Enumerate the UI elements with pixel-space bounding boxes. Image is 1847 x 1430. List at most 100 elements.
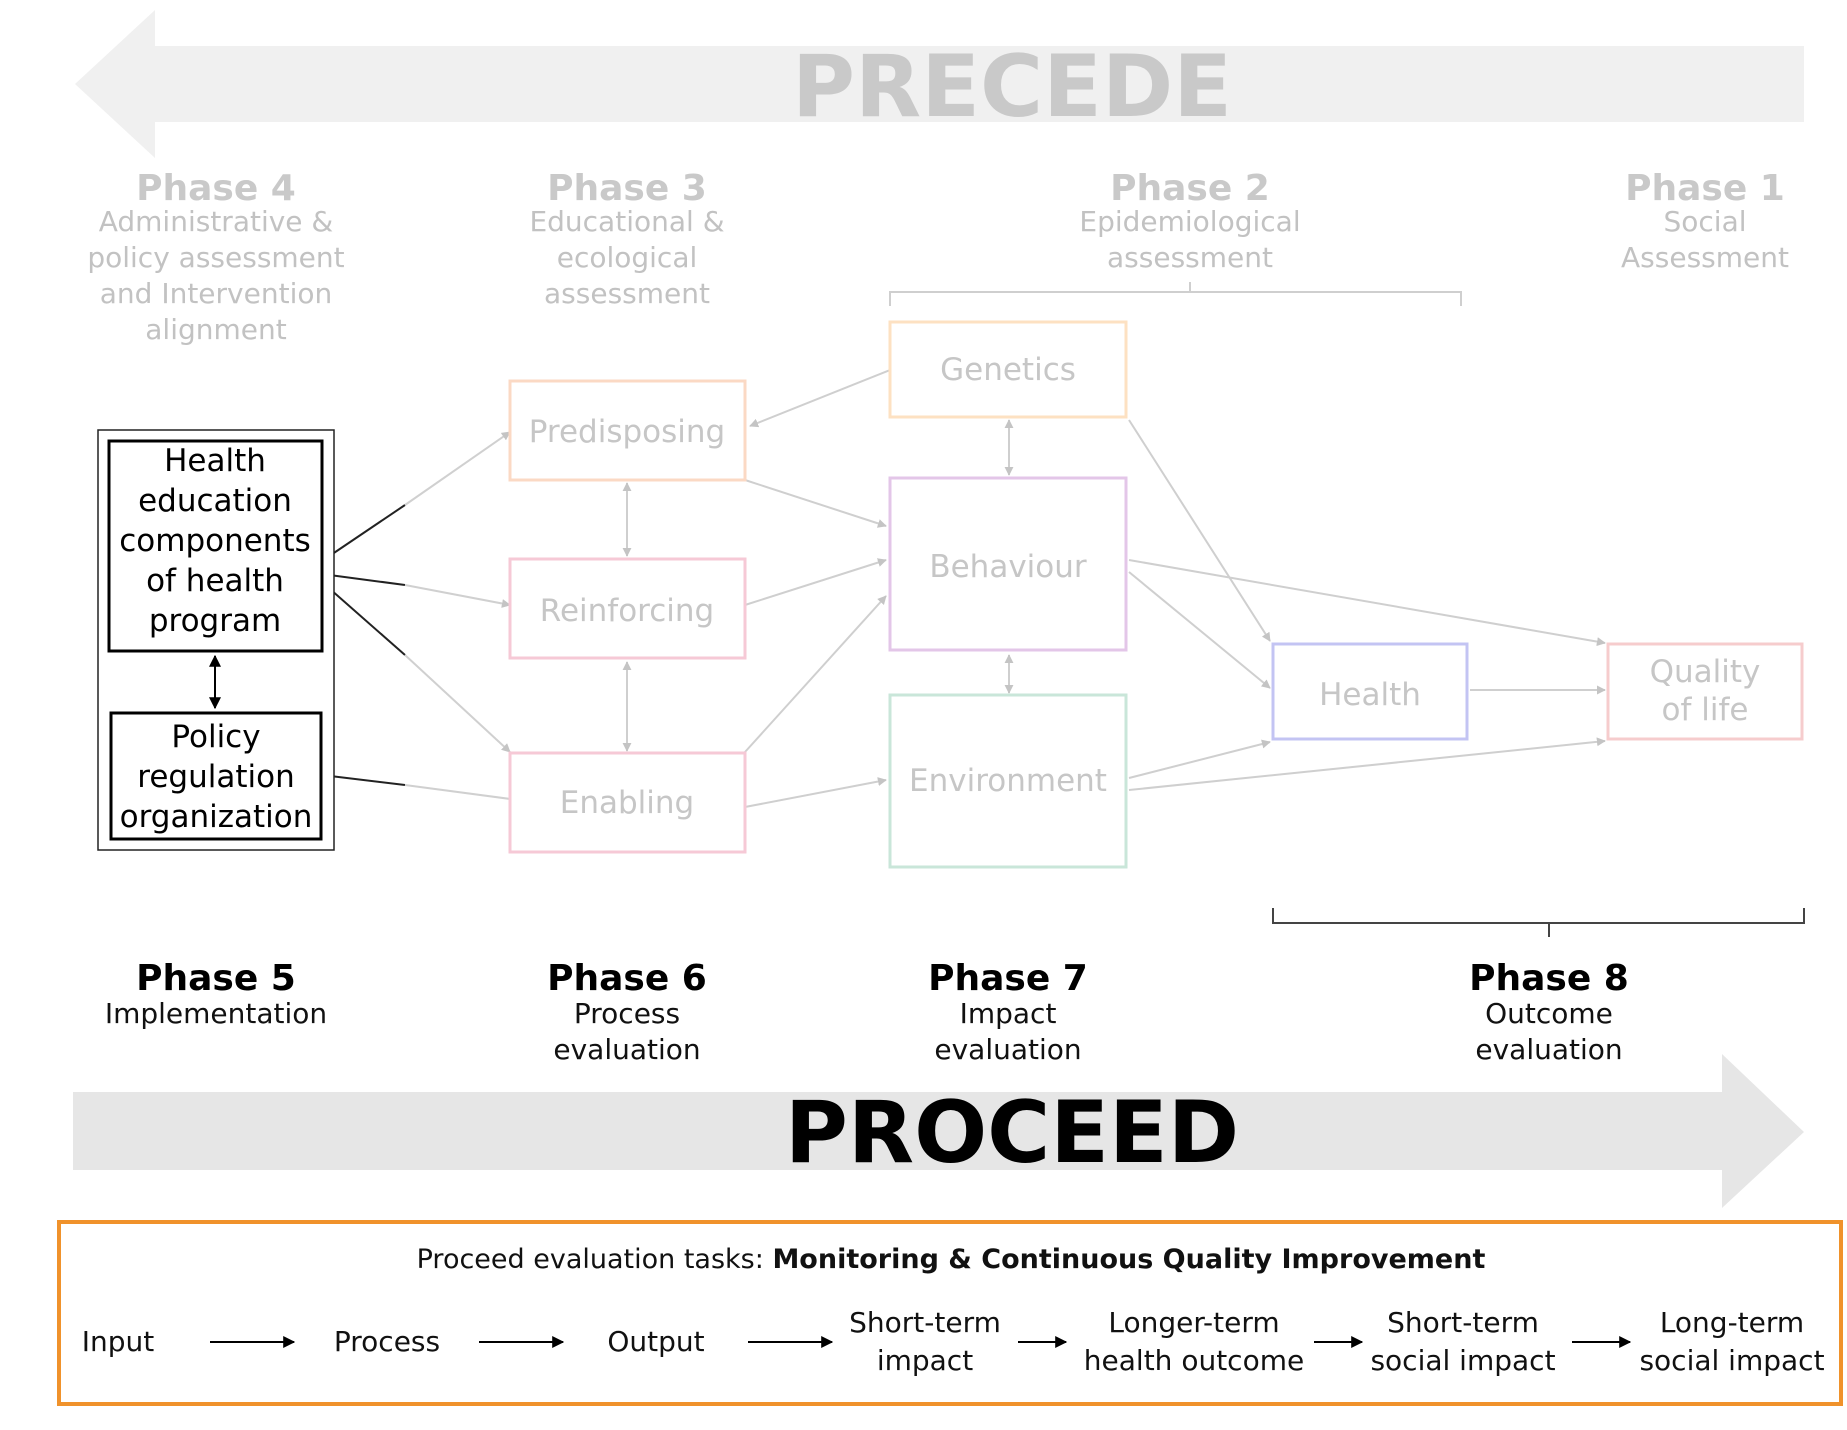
phase-desc-line: evaluation — [1475, 1033, 1622, 1066]
policy-line: organization — [120, 799, 313, 835]
phase-desc-line: Educational & — [529, 205, 724, 238]
policy-to-enabling-gray — [404, 784, 519, 804]
phase-desc-line: alignment — [145, 313, 286, 346]
reinforcing-box — [508, 557, 747, 660]
proceed-phase-7: Phase 7 Impact evaluation — [928, 958, 1088, 1066]
predisposing-box — [508, 379, 747, 482]
task-step-short-term-impact: Short-term — [849, 1306, 1001, 1339]
environment-to-health — [1128, 739, 1271, 779]
task-step-longer-term-health-outcome: health outcome — [1084, 1344, 1304, 1377]
genetics-box — [888, 320, 1128, 419]
task-step-short-term-impact: impact — [877, 1344, 973, 1377]
phase-desc-line: Implementation — [105, 997, 327, 1030]
policy-label: Policy regulation organization — [120, 719, 313, 835]
phase-desc-line: evaluation — [553, 1033, 700, 1066]
task-step-short-term-social-impact: Short-term — [1387, 1306, 1539, 1339]
proceed-arrow — [73, 1054, 1804, 1208]
behaviour-to-quality-of-life — [1128, 559, 1606, 647]
task-step-long-term-social-impact: social impact — [1639, 1344, 1824, 1377]
behaviour-to-health — [1128, 571, 1271, 689]
genetics-to-predisposing — [749, 369, 891, 428]
genetics-label: Genetics — [940, 352, 1076, 388]
quality-of-life-box — [1606, 642, 1804, 741]
predisposing-to-behaviour — [744, 479, 887, 528]
behaviour-label: Behaviour — [929, 549, 1087, 585]
task-step-long-term-social-impact: Long-term — [1660, 1306, 1804, 1339]
policy-line: regulation — [137, 759, 294, 795]
health-box — [1271, 642, 1469, 741]
phase-desc-line: Administrative & — [99, 205, 334, 238]
phase-desc-line: assessment — [1107, 241, 1273, 274]
phase-title: Phase 1 — [1625, 168, 1785, 209]
enabling-to-behaviour — [744, 595, 887, 753]
behaviour-box — [888, 476, 1128, 652]
hec-to-predisposing-black — [321, 504, 406, 562]
phase-title: Phase 3 — [547, 168, 707, 209]
reinforcing-to-behaviour — [744, 558, 887, 606]
hec-to-predisposing-gray — [404, 431, 511, 506]
hec-to-reinforcing-gray — [404, 584, 511, 608]
reinforcing-label: Reinforcing — [540, 593, 714, 629]
precede-label: PRECEDE — [792, 37, 1232, 137]
precede-phase-3: Phase 3 Educational & ecological assessm… — [529, 168, 724, 310]
policy-to-enabling-black — [321, 774, 406, 786]
health-education-line: components — [119, 523, 311, 559]
health-label: Health — [1319, 677, 1421, 713]
phase-2-bracket — [889, 282, 1462, 306]
phase-desc-line: Outcome — [1485, 997, 1613, 1030]
health-education-label: Health education components of health pr… — [119, 443, 311, 639]
task-step-short-term-social-impact: social impact — [1370, 1344, 1555, 1377]
proceed-phase-6: Phase 6 Process evaluation — [547, 958, 707, 1066]
enabling-to-environment — [744, 777, 887, 808]
quality-of-life-label-line2: of life — [1662, 692, 1749, 728]
health-education-line: of health — [146, 563, 284, 599]
task-step-longer-term-health-outcome: Longer-term — [1108, 1306, 1279, 1339]
task-step-output: Output — [607, 1325, 704, 1358]
evaluation-tasks-heading-prefix: Proceed evaluation tasks: — [417, 1244, 773, 1275]
hec-to-enabling-gray — [404, 654, 511, 753]
phase-title: Phase 5 — [136, 958, 296, 999]
phase-8-bracket — [1272, 908, 1805, 937]
quality-of-life-label-line1: Quality — [1650, 654, 1761, 690]
intervention-connections — [321, 431, 519, 804]
phase-desc-line: Process — [574, 997, 680, 1030]
phase-desc-line: and Intervention — [100, 277, 332, 310]
enabling-box — [508, 751, 747, 854]
phase-desc-line: ecological — [557, 241, 698, 274]
phase-desc-line: Impact — [960, 997, 1057, 1030]
precede-phase-2: Phase 2 Epidemiological assessment — [1079, 168, 1300, 274]
hec-to-reinforcing-black — [321, 573, 406, 586]
proceed-phase-5: Phase 5 Implementation — [105, 958, 327, 1030]
phase-title: Phase 2 — [1110, 168, 1270, 209]
phase-title: Phase 7 — [928, 958, 1088, 999]
environment-box — [888, 693, 1128, 869]
precede-phase-4: Phase 4 Administrative & policy assessme… — [87, 168, 344, 346]
hec-to-enabling-black — [321, 581, 406, 656]
phase-desc-line: Social — [1663, 205, 1746, 238]
proceed-label: PROCEED — [785, 1083, 1239, 1183]
health-education-box — [107, 439, 324, 653]
task-step-process: Process — [334, 1325, 440, 1358]
phase-desc-line: assessment — [544, 277, 710, 310]
health-education-line: Health — [164, 443, 266, 479]
evaluation-tasks-heading-bold: Monitoring & Continuous Quality Improvem… — [772, 1244, 1485, 1275]
proceed-phase-8: Phase 8 Outcome evaluation — [1469, 958, 1629, 1066]
policy-box — [109, 711, 323, 841]
phase-desc-line: Epidemiological — [1079, 205, 1300, 238]
precede-phase-1: Phase 1 Social Assessment — [1621, 168, 1789, 274]
genetics-to-health — [1128, 419, 1271, 642]
phase-desc-line: Assessment — [1621, 241, 1789, 274]
evaluation-tasks-box — [57, 1220, 1843, 1406]
connections — [622, 369, 1606, 808]
policy-line: Policy — [171, 719, 260, 755]
phase-title: Phase 8 — [1469, 958, 1629, 999]
enabling-label: Enabling — [560, 785, 694, 821]
phase-title: Phase 4 — [136, 168, 296, 209]
environment-to-quality-of-life — [1128, 737, 1606, 791]
health-education-line: program — [149, 603, 281, 639]
predisposing-label: Predisposing — [529, 414, 725, 450]
task-step-input: Input — [82, 1325, 155, 1358]
phase-title: Phase 6 — [547, 958, 707, 999]
phase-desc-line: evaluation — [934, 1033, 1081, 1066]
